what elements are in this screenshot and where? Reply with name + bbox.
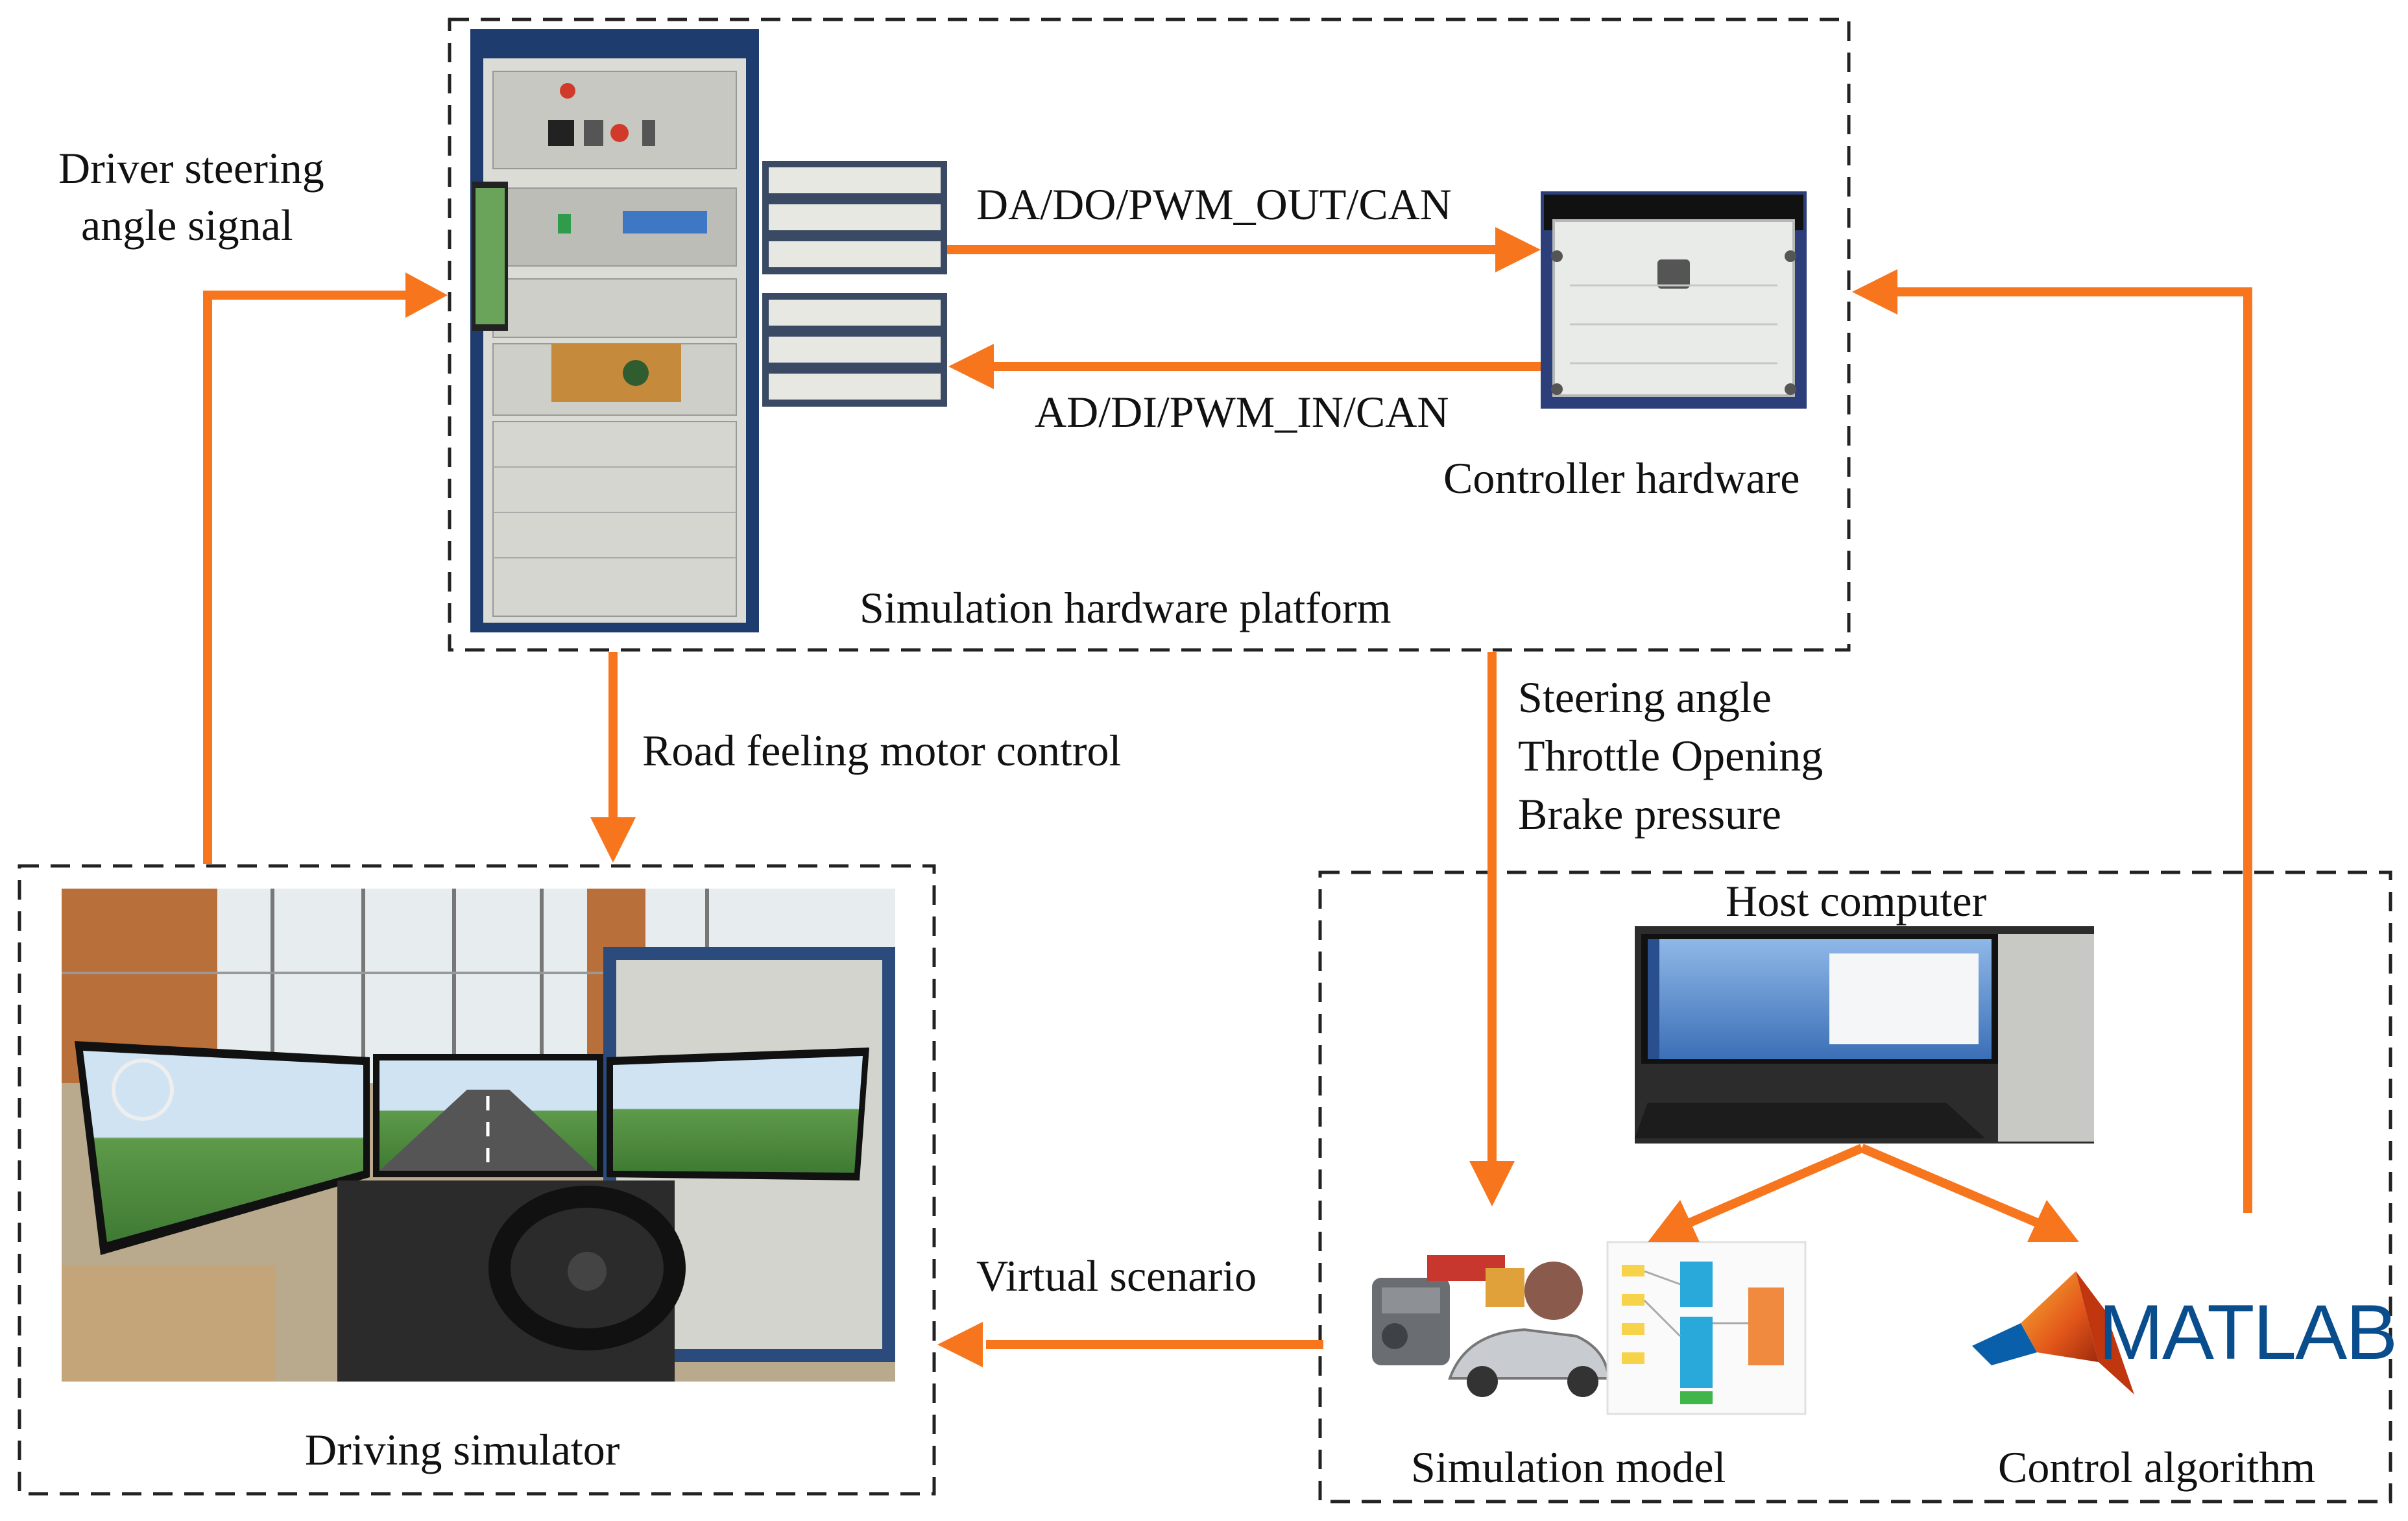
arrow-host-to-algorithm <box>1860 1144 2039 1227</box>
driver-signal-label-line2: angle signal <box>81 200 293 250</box>
host-computer-image <box>1635 926 2094 1144</box>
driving-simulator-label: Driving simulator <box>305 1425 620 1474</box>
arrowhead-ad-di-in <box>948 344 994 389</box>
brake-pressure-label: Brake pressure <box>1518 789 1781 839</box>
simulation-platform-group <box>448 18 1851 652</box>
simulation-model-image <box>1372 1241 1807 1415</box>
driving-simulator-image <box>62 889 895 1382</box>
arrowhead-driver-steering <box>405 272 448 318</box>
simulation-model-label: Simulation model <box>1411 1443 1726 1492</box>
arrow-host-to-model <box>1688 1144 1864 1227</box>
arrowhead-host-to-algorithm <box>2027 1200 2079 1242</box>
ad-di-label: AD/DI/PWM_IN/CAN <box>1035 387 1449 437</box>
host-computer-group <box>1318 870 2392 1503</box>
da-do-label: DA/DO/PWM_OUT/CAN <box>976 180 1452 229</box>
control-algorithm-label: Control algorithm <box>1998 1443 2315 1492</box>
throttle-opening-label: Throttle Opening <box>1518 731 1823 780</box>
matlab-logo: MATLAB <box>1972 1271 2398 1395</box>
arrowhead-virtual-scenario <box>937 1322 983 1367</box>
arrowhead-da-do-out <box>1495 227 1541 272</box>
arrowhead-host-to-model <box>1648 1200 1700 1242</box>
arrow-driver-steering <box>203 291 409 864</box>
arrowhead-steering-throttle-brake <box>1469 1161 1515 1206</box>
steering-angle-label: Steering angle <box>1518 673 1772 722</box>
driving-simulator-group <box>18 864 936 1496</box>
matlab-logo-text: MATLAB <box>2099 1289 2396 1376</box>
arrowhead-control-algorithm <box>1852 269 1897 315</box>
road-feeling-label: Road feeling motor control <box>642 726 1121 775</box>
simulation-cabinet-image <box>470 29 759 632</box>
host-computer-label: Host computer <box>1726 876 1987 926</box>
driver-signal-label-line1: Driver steering <box>58 143 324 193</box>
controller-hardware-label: Controller hardware <box>1443 453 1800 503</box>
io-boards-image <box>762 161 947 407</box>
arrowhead-road-feeling <box>590 817 636 863</box>
virtual-scenario-label: Virtual scenario <box>976 1251 1257 1300</box>
simulation-platform-label: Simulation hardware platform <box>860 583 1391 632</box>
arrow-control-algorithm <box>1894 287 2252 1213</box>
controller-hardware-image <box>1541 191 1807 409</box>
